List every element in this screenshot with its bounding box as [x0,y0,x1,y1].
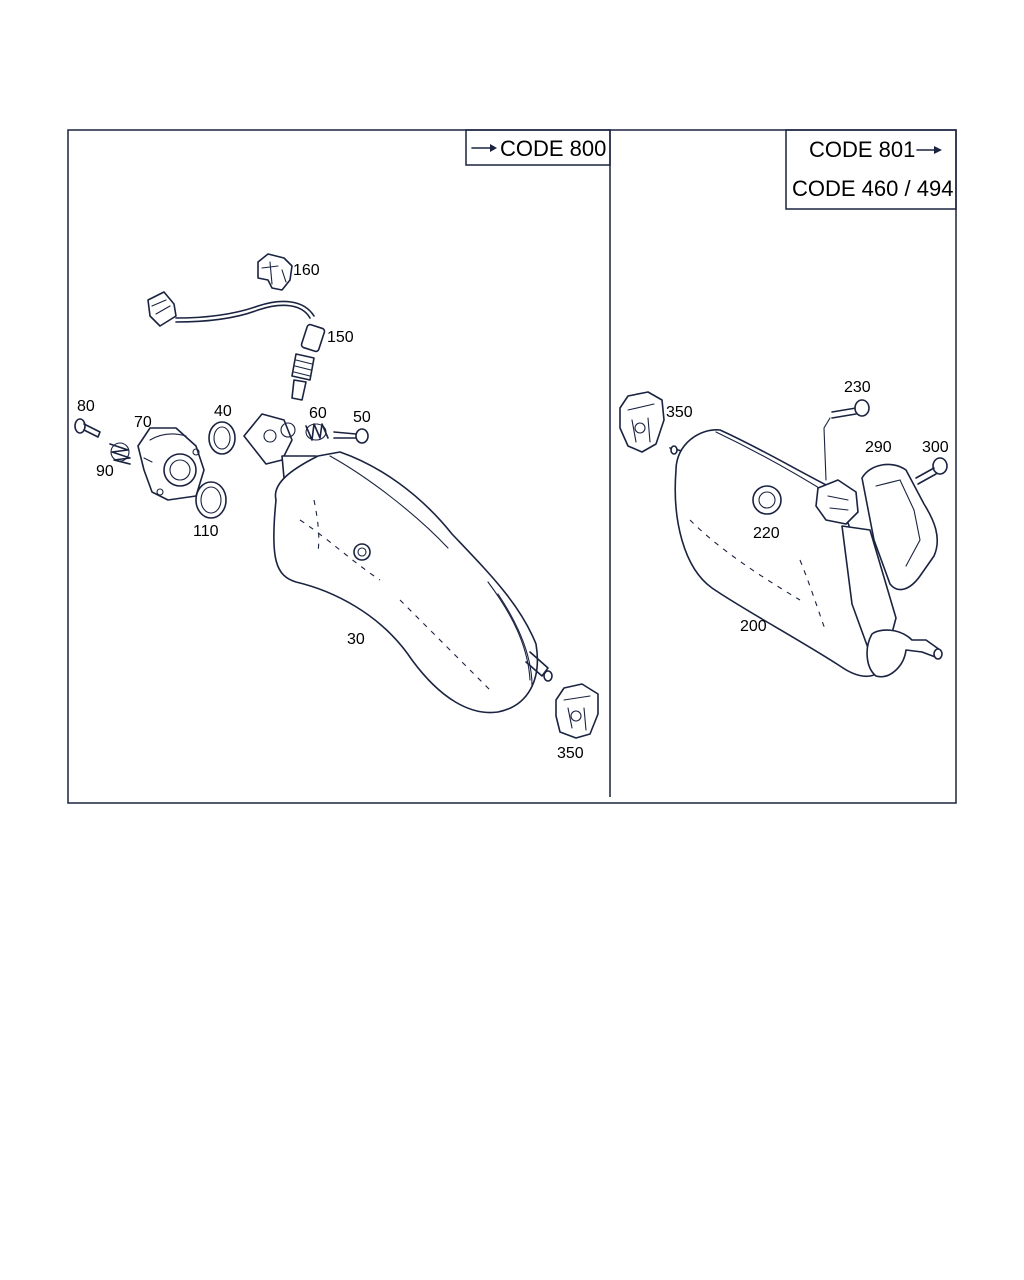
callout-220: 220 [753,525,780,542]
callout-110: 110 [193,523,219,540]
part-40-gasket-ring [208,421,236,455]
code-label-800: CODE 800 [500,136,606,161]
part-150-oxygen-sensor [147,291,326,401]
callout-230: 230 [844,379,871,396]
callout-90: 90 [96,463,114,480]
part-90-spring [109,442,131,465]
part-exhaust-pipe [815,479,943,678]
callout-60: 60 [309,405,327,422]
callout-350-left: 350 [557,745,584,762]
part-80-bolt [74,418,101,438]
callout-40: 40 [214,403,232,420]
part-160-clip [257,253,293,291]
callout-200: 200 [740,618,767,635]
callout-30: 30 [347,631,365,648]
callout-50: 50 [353,409,371,426]
callout-300: 300 [922,439,949,456]
code-label-460-494: CODE 460 / 494 [792,176,953,201]
callout-80: 80 [77,398,95,415]
callout-350-right: 350 [666,404,693,421]
part-70-flange [137,427,205,501]
part-350-rubber-mount-right [619,391,665,453]
part-290-heat-shield [861,463,939,591]
part-350-rubber-mount-left [555,683,599,739]
code-box-right: CODE 801 CODE 460 / 494 [785,129,957,210]
part-60-spring [305,423,329,441]
part-300-bolt [915,457,948,485]
callout-290: 290 [865,439,892,456]
callout-70: 70 [134,414,152,431]
code-box-left: CODE 800 [465,129,611,166]
code-label-801: CODE 801 [809,137,915,162]
callout-160: 160 [293,262,320,279]
part-110-gasket-ring [195,481,227,519]
callout-150: 150 [327,329,354,346]
part-50-bolt [333,428,369,444]
part-30-rear-silencer [243,413,553,714]
part-230-bolt [823,399,870,481]
